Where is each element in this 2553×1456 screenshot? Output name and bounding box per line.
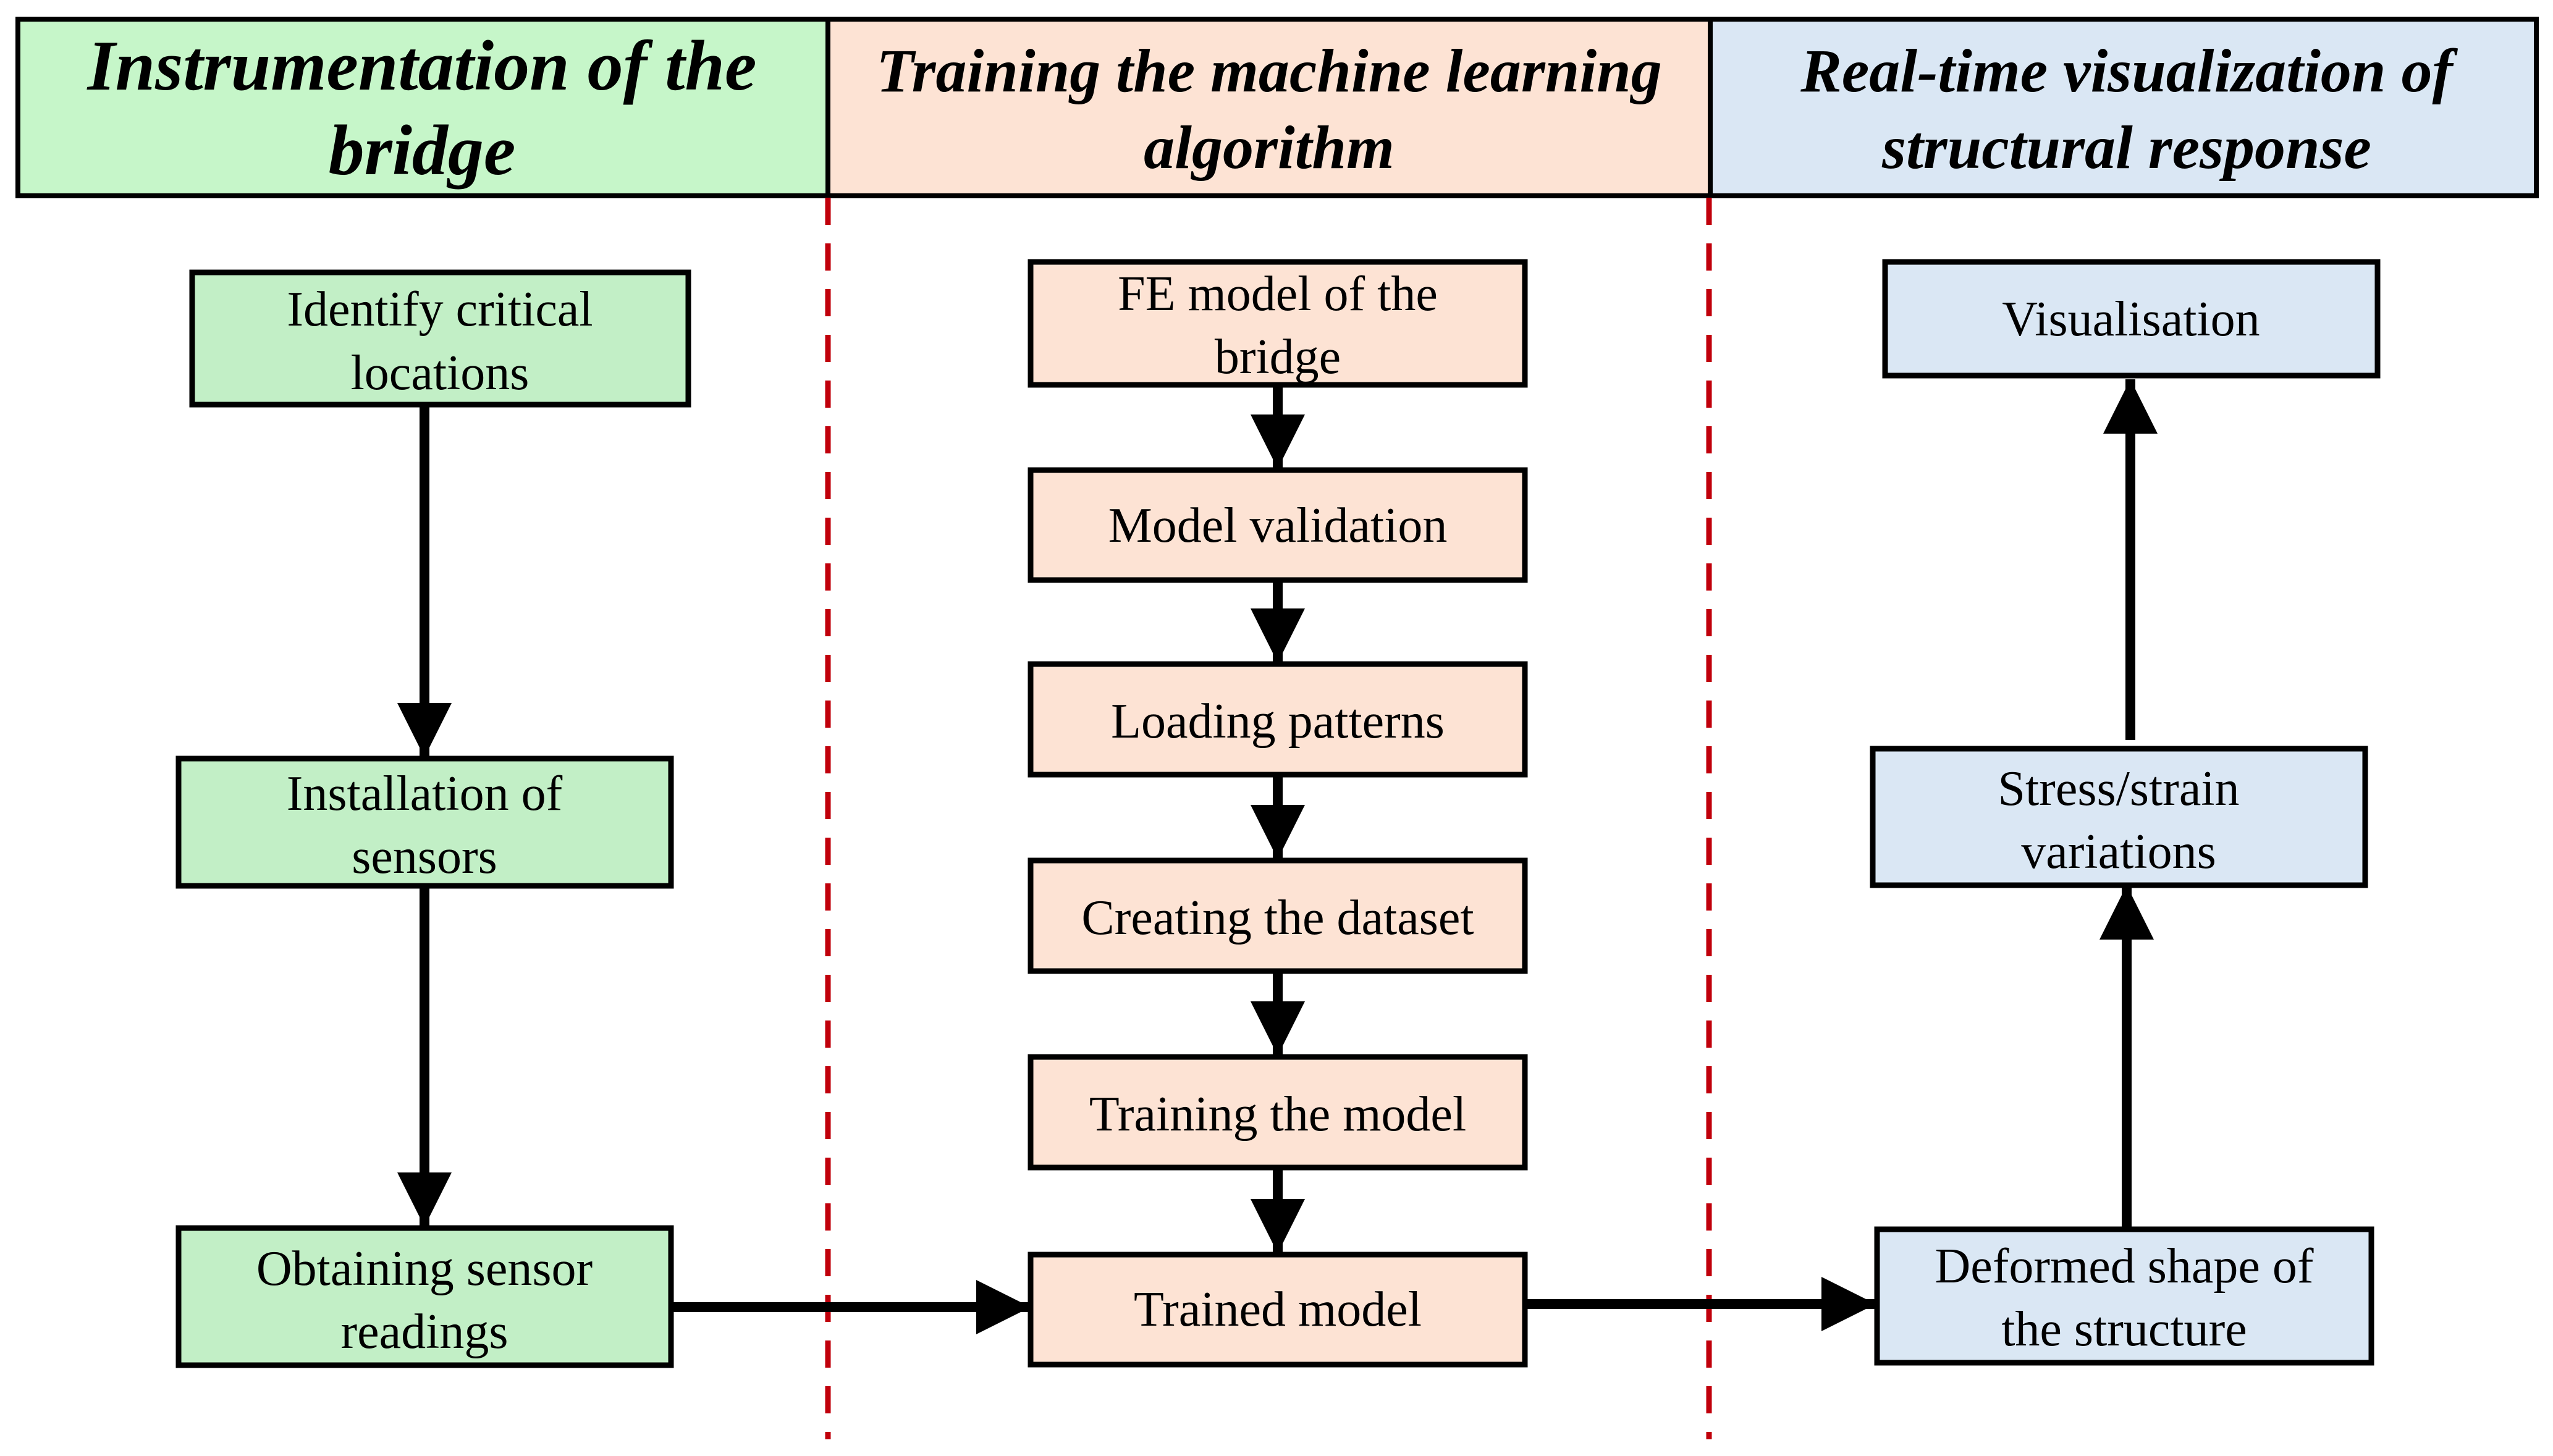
box-stress-line1: Stress/strain (1998, 762, 2239, 816)
box-deformed-line2: the structure (2001, 1302, 2247, 1357)
box-installation-line2: sensors (352, 830, 497, 884)
box-stress-strain: Stress/strain variations (1870, 746, 2368, 888)
header-instrumentation-band (15, 17, 830, 198)
header-training-line1: Training the machine learning (876, 36, 1662, 105)
box-deformed-line1: Deformed shape of (1935, 1239, 2313, 1294)
box-fe-model-line2: bridge (1215, 330, 1341, 384)
connector-arrows (397, 379, 2158, 1334)
box-fe-model: FE model of the bridge (1028, 259, 1528, 388)
box-identify-critical-locations: Identify critical locations (189, 269, 691, 408)
box-validation-label: Model validation (1108, 499, 1448, 553)
box-training-label: Training the model (1089, 1087, 1466, 1142)
box-installation-line1: Installation of (287, 767, 563, 821)
box-deformed-shape: Deformed shape of the structure (1874, 1226, 2374, 1366)
box-installation-of-sensors: Installation of sensors (175, 755, 674, 889)
box-loading-patterns: Loading patterns (1028, 661, 1528, 778)
header-instrumentation-line2: bridge (329, 111, 516, 190)
box-visualisation: Visualisation (1882, 259, 2381, 379)
header-visualization-line1: Real-time visualization of (1800, 36, 2458, 105)
header-visualization-line2: structural response (1881, 113, 2371, 182)
header-visualization-band (1708, 17, 2539, 198)
box-identify-line1: Identify critical (287, 282, 593, 337)
box-loading-label: Loading patterns (1111, 694, 1445, 749)
box-stress-line2: variations (2021, 825, 2216, 879)
header-training-line2: algorithm (1144, 113, 1395, 182)
box-fe-model-line1: FE model of the (1118, 267, 1438, 321)
header-visualization: Real-time visualization of structural re… (1708, 17, 2539, 198)
box-trained-model: Trained model (1028, 1252, 1528, 1368)
header-training-band (825, 17, 1713, 198)
box-training-model: Training the model (1028, 1054, 1528, 1171)
header-instrumentation: Instrumentation of the bridge (15, 17, 830, 198)
box-obtaining-line1: Obtaining sensor (256, 1242, 593, 1296)
box-identify-line2: locations (351, 346, 530, 400)
box-dataset-label: Creating the dataset (1081, 891, 1474, 945)
box-obtaining-sensor-readings: Obtaining sensor readings (175, 1225, 674, 1368)
box-obtaining-line2: readings (340, 1305, 508, 1359)
box-trained-label: Trained model (1134, 1282, 1422, 1337)
box-creating-dataset: Creating the dataset (1028, 857, 1528, 974)
header-training: Training the machine learning algorithm (825, 17, 1713, 198)
box-model-validation: Model validation (1028, 467, 1528, 583)
header-instrumentation-line1: Instrumentation of the (87, 27, 757, 106)
box-visualisation-label: Visualisation (2002, 292, 2260, 347)
